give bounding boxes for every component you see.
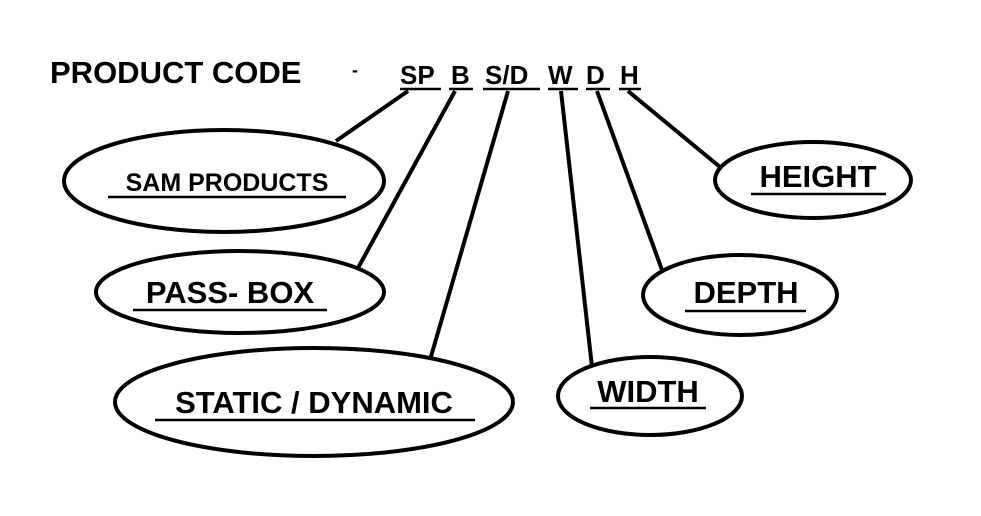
connector-sam-products (334, 89, 410, 143)
callout-label: SAM PRODUCTS (126, 169, 329, 197)
callout-static-dynamic: STATIC / DYNAMIC (113, 346, 515, 458)
connector-depth (595, 90, 664, 271)
callout-height: HEIGHT (713, 140, 913, 220)
connector-pass-box (356, 90, 457, 269)
code-segment-sp: SP (400, 60, 435, 90)
callout-ellipse (113, 346, 515, 458)
heading-separator: - (352, 60, 358, 80)
callout-ellipse (713, 140, 913, 220)
heading-label: PRODUCT CODE (50, 55, 301, 90)
code-segment-h: H (620, 60, 639, 90)
code-segment-sd: S/D (485, 60, 528, 90)
callout-sam-products: SAM PRODUCTS (62, 128, 386, 234)
callout-label: DEPTH (693, 275, 798, 310)
code-segment-b: B (451, 60, 470, 90)
code-segment-w: W (548, 60, 573, 90)
callout-ellipse (556, 355, 744, 437)
connector-width (559, 90, 594, 368)
connector-static-dynamic (428, 90, 510, 361)
callout-ellipse (62, 128, 386, 234)
callout-pass-box: PASS- BOX (94, 249, 386, 335)
callout-label: WIDTH (597, 374, 699, 409)
callout-label: HEIGHT (759, 159, 876, 194)
callout-ellipse (641, 253, 839, 337)
callout-label: STATIC / DYNAMIC (175, 385, 453, 420)
callout-ellipse (94, 249, 386, 335)
connector-height (626, 89, 722, 169)
code-segment-d: D (586, 60, 605, 90)
callout-label: PASS- BOX (146, 275, 315, 310)
callout-width: WIDTH (556, 355, 744, 437)
callout-depth: DEPTH (641, 253, 839, 337)
